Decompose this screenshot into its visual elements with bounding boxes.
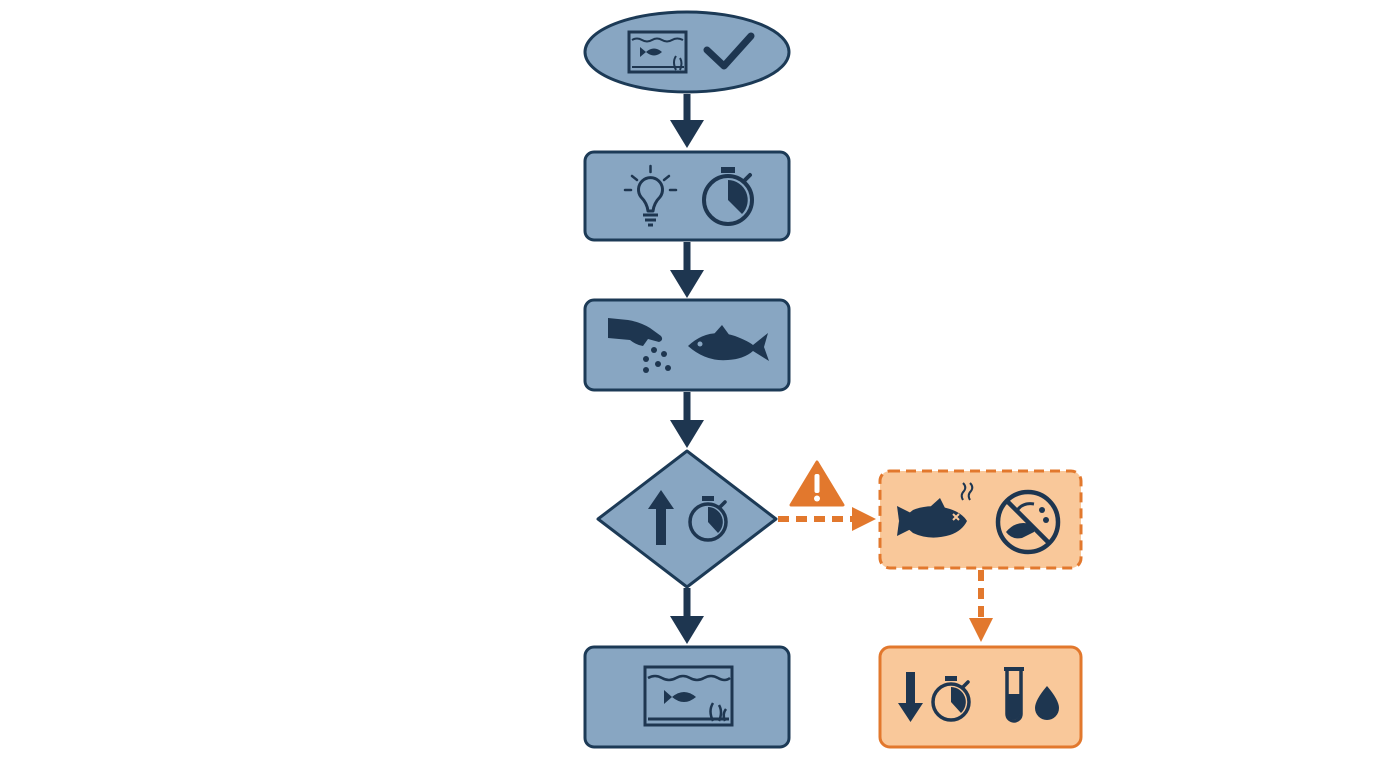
node-light-timer[interactable] — [583, 150, 791, 242]
sick-fish-icon — [897, 482, 974, 538]
warning-triangle-icon — [789, 460, 845, 507]
node-healthy-aquarium[interactable] — [583, 645, 791, 749]
stopwatch-icon — [702, 167, 754, 226]
edge-check-to-healthy — [670, 588, 704, 644]
stopwatch-icon — [931, 676, 971, 722]
test-tube-icon — [1004, 667, 1024, 723]
fish-icon — [688, 325, 769, 361]
edge-check-to-problem-dashed — [778, 507, 876, 531]
arrow-up-icon — [648, 490, 674, 545]
stopwatch-icon — [688, 496, 728, 542]
lightbulb-icon — [623, 164, 678, 227]
node-remedy[interactable] — [878, 645, 1083, 749]
node-problem[interactable] — [878, 469, 1083, 570]
water-drop-icon — [1035, 686, 1059, 720]
node-check-overfeeding[interactable] — [596, 449, 778, 589]
node-start[interactable] — [583, 10, 791, 94]
edge-start-to-light-timer — [670, 94, 704, 148]
aquarium-icon — [643, 665, 734, 727]
no-feeding-icon — [995, 489, 1061, 555]
aquarium-icon — [627, 30, 688, 74]
hand-sprinkling-food-icon — [608, 318, 671, 373]
node-feeding[interactable] — [583, 298, 791, 392]
arrow-down-icon — [898, 672, 923, 722]
edge-problem-to-remedy-dashed — [969, 570, 993, 642]
edge-feeding-to-check — [670, 392, 704, 448]
checkmark-icon — [703, 32, 755, 70]
edge-light-timer-to-feeding — [670, 242, 704, 298]
